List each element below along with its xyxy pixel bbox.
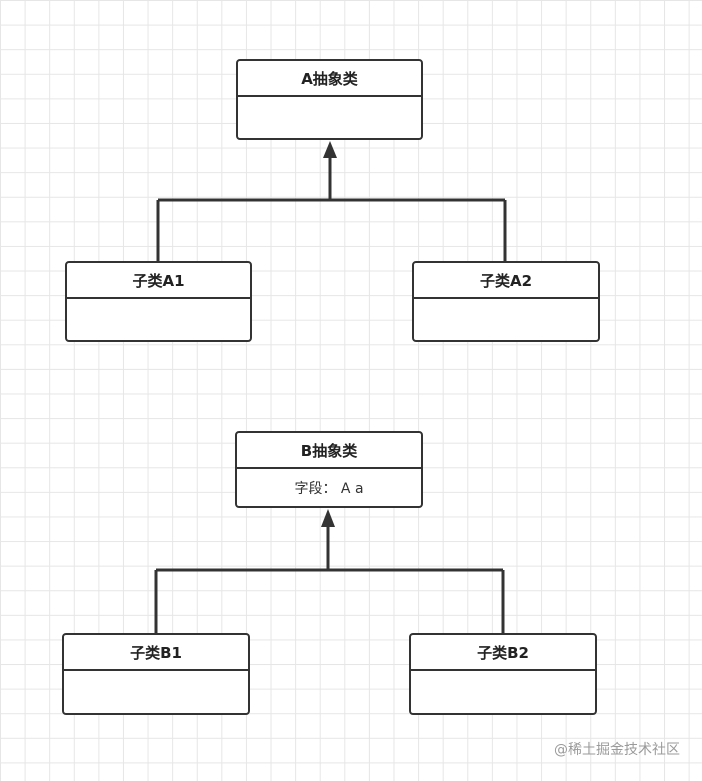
class-fields (414, 299, 598, 340)
class-title: 子类B2 (411, 635, 595, 671)
class-fields (67, 299, 250, 340)
class-title: B抽象类 (237, 433, 421, 469)
bottom-generalization-connector (154, 526, 505, 635)
class-box-a-abstract[interactable]: A抽象类 (236, 59, 423, 140)
top-arrowhead-icon (323, 141, 337, 158)
watermark-text: @稀土掘金技术社区 (554, 742, 680, 758)
class-box-b-abstract[interactable]: B抽象类 字段： A a (235, 431, 423, 508)
class-title: 子类B1 (64, 635, 248, 671)
class-fields: 字段： A a (294, 480, 364, 497)
class-fields (411, 671, 595, 713)
class-title: A抽象类 (238, 61, 421, 97)
class-title: 子类A2 (414, 263, 598, 299)
bottom-arrowhead-icon (321, 509, 335, 527)
class-box-subclass-a2[interactable]: 子类A2 (412, 261, 600, 342)
class-title: 子类A1 (67, 263, 250, 299)
class-fields (238, 97, 421, 138)
class-box-subclass-b2[interactable]: 子类B2 (409, 633, 597, 715)
top-generalization-connector (156, 156, 507, 262)
class-box-subclass-b1[interactable]: 子类B1 (62, 633, 250, 715)
class-box-subclass-a1[interactable]: 子类A1 (65, 261, 252, 342)
class-fields (64, 671, 248, 713)
